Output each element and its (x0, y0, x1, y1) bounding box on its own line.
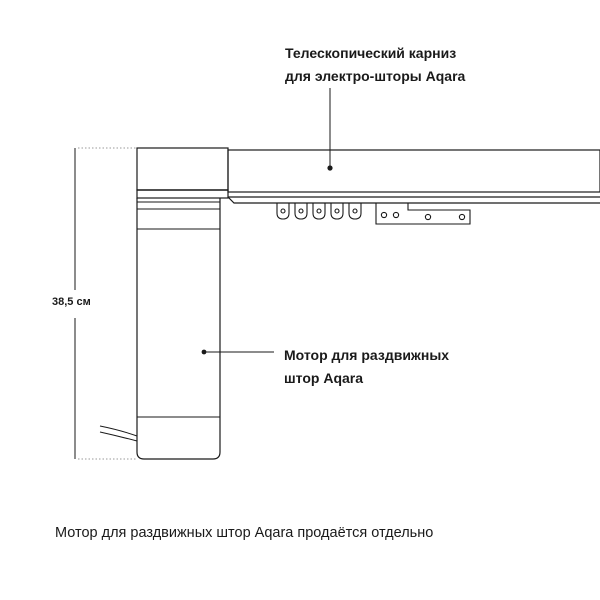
glider-2-hole (298, 208, 304, 214)
glider-4-hole (334, 208, 340, 214)
motor-head (136, 147, 229, 191)
runner-hole-4 (458, 213, 466, 221)
glider-5-hole (352, 208, 358, 214)
rail-lower-lip (227, 196, 600, 204)
rail-body (227, 149, 600, 193)
power-cable-2 (99, 431, 138, 442)
motor-body (136, 198, 221, 460)
motor-label-line2: штор Aqara (284, 370, 364, 386)
runner-carriage (375, 203, 471, 225)
glider-1-hole (280, 208, 286, 214)
glider-4 (330, 203, 344, 220)
runner-hole-2 (392, 211, 400, 219)
motor-callout-dot (201, 349, 207, 355)
rail-callout-dot (327, 165, 333, 171)
power-cable-1 (99, 425, 138, 437)
caption: Мотор для раздвижных штор Aqara продаётс… (55, 525, 434, 541)
curtain-gliders (276, 203, 471, 225)
motor-collar (136, 189, 229, 199)
runner-hole-3 (424, 213, 432, 221)
motor-label-line1: Мотор для раздвижных (284, 347, 450, 363)
glider-3-hole (316, 208, 322, 214)
glider-5 (348, 203, 362, 220)
rail-label-line2: для электро-шторы Aqara (285, 68, 466, 84)
glider-1 (276, 203, 290, 220)
rail-label-line1: Телескопический карниз (285, 45, 457, 61)
runner-hole-1 (380, 211, 388, 219)
dimension-label: 38,5 см (52, 296, 91, 308)
glider-2 (294, 203, 308, 220)
glider-3 (312, 203, 326, 220)
